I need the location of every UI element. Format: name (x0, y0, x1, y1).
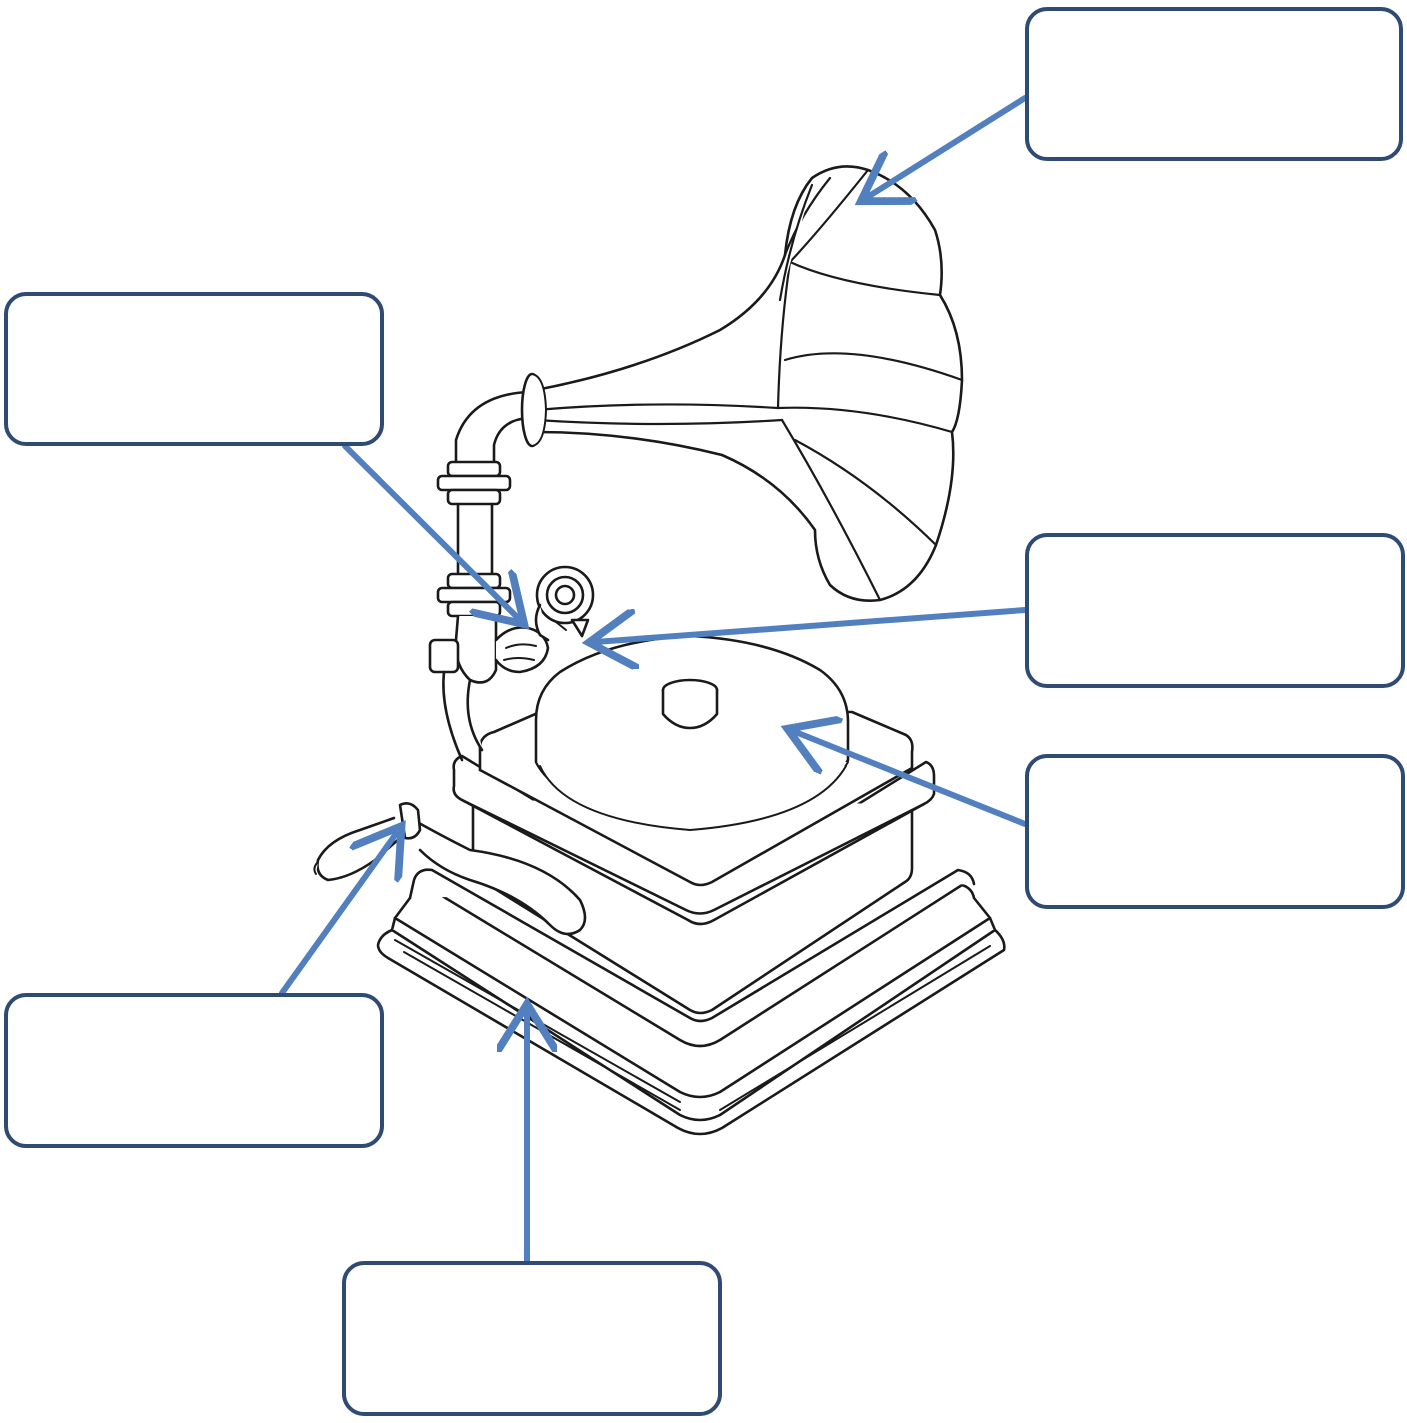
label-box-tone-arm[interactable] (4, 292, 384, 446)
gramophone-drawing (313, 165, 1006, 1136)
arrow-to-crank (279, 831, 398, 996)
label-box-horn[interactable] (1025, 7, 1403, 161)
label-box-turntable[interactable] (1025, 754, 1405, 909)
label-box-base[interactable] (342, 1261, 722, 1416)
gramophone-turntable (534, 634, 850, 831)
arrow-to-turntable (793, 731, 1028, 827)
arrow-to-horn (866, 95, 1028, 198)
pointer-arrows (279, 95, 1028, 1264)
label-box-needle[interactable] (1025, 533, 1405, 688)
gramophone-horn (520, 165, 964, 602)
arrow-to-tonearm (342, 443, 520, 620)
gramophone-tonearm (428, 390, 550, 762)
label-box-crank[interactable] (4, 993, 384, 1148)
gramophone-soundbox (534, 565, 595, 642)
arrow-to-needle (595, 607, 1028, 642)
